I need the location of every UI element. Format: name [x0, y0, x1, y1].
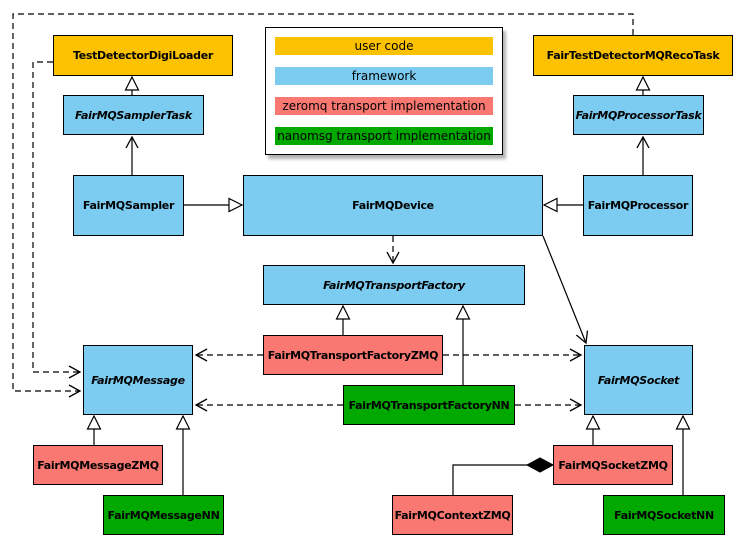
node-fairmq-sampler-task: FairMQSamplerTask — [63, 95, 204, 135]
node-fairmq-processor-task: FairMQProcessorTask — [573, 95, 704, 135]
legend: user code framework zeromq transport imp… — [265, 27, 503, 155]
node-fairmq-message-nn: FairMQMessageNN — [103, 495, 224, 535]
node-fair-test-detector-mq-reco-task: FairTestDetectorMQRecoTask — [533, 35, 733, 76]
node-fairmq-transport-factory: FairMQTransportFactory — [263, 265, 525, 305]
node-fairmq-context-zmq: FairMQContextZMQ — [392, 495, 513, 535]
node-test-detector-digi-loader: TestDetectorDigiLoader — [53, 35, 233, 76]
legend-item-framework: framework — [275, 67, 493, 85]
node-fairmq-socket-nn: FairMQSocketNN — [603, 495, 725, 535]
node-fairmq-sampler: FairMQSampler — [73, 175, 184, 236]
legend-item-zeromq: zeromq transport implementation — [275, 97, 493, 115]
node-fairmq-device: FairMQDevice — [243, 175, 543, 236]
node-fairmq-socket-zmq: FairMQSocketZMQ — [553, 445, 673, 485]
legend-item-user-code: user code — [275, 37, 493, 55]
node-fairmq-transport-factory-zmq: FairMQTransportFactoryZMQ — [263, 335, 443, 375]
node-fairmq-message: FairMQMessage — [83, 345, 193, 415]
edge-device-uses-socket — [542, 235, 589, 345]
legend-item-nanomsg: nanomsg transport implementation — [275, 127, 493, 145]
node-fairmq-transport-factory-nn: FairMQTransportFactoryNN — [343, 385, 515, 425]
edge-contextzmq-composition-line — [452, 464, 528, 495]
node-fairmq-message-zmq: FairMQMessageZMQ — [33, 445, 163, 485]
node-fairmq-socket: FairMQSocket — [584, 345, 693, 415]
node-fairmq-processor: FairMQProcessor — [583, 175, 693, 236]
composition-diamond-icon — [525, 457, 555, 473]
